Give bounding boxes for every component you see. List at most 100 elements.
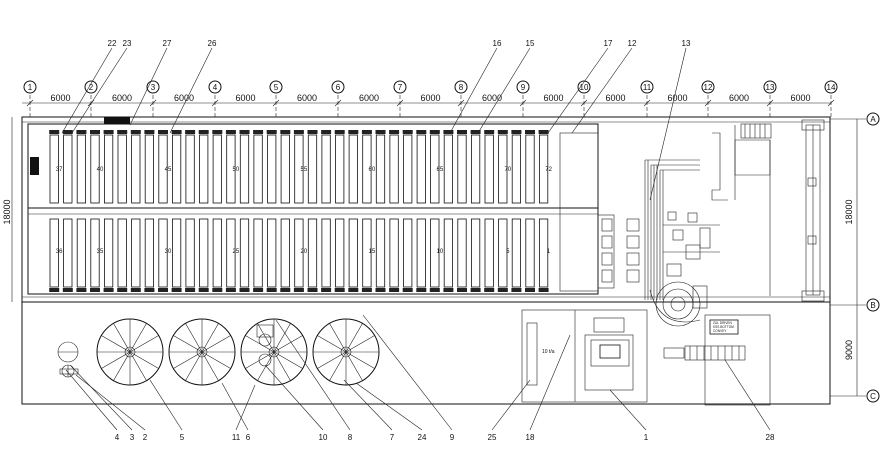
cell-number-top-50: 50 bbox=[233, 167, 240, 173]
cell-cap-bottom bbox=[525, 288, 535, 292]
cell-bottom-26 bbox=[389, 218, 399, 288]
cell-cap-top bbox=[76, 130, 87, 134]
axis-label-7: 7 bbox=[398, 83, 403, 92]
bay-dimension-13: 6000 bbox=[790, 93, 810, 103]
axis-bubble-13 bbox=[763, 80, 777, 94]
cell-bottom-4 bbox=[90, 218, 100, 288]
callout-leader-4 bbox=[65, 369, 118, 431]
callout-16: 16 bbox=[493, 39, 502, 48]
cell-cap-top bbox=[239, 130, 250, 134]
callout-26: 26 bbox=[208, 39, 217, 48]
cell-cap-bottom bbox=[103, 288, 114, 292]
transformer-body bbox=[590, 339, 630, 367]
cell-cap-bottom bbox=[402, 288, 413, 292]
cell-number-top-60: 60 bbox=[369, 167, 376, 173]
cell-cap-top bbox=[429, 130, 440, 134]
equipment-label-box bbox=[709, 319, 739, 335]
bay-dimension-4: 6000 bbox=[235, 93, 255, 103]
callout-3: 3 bbox=[130, 433, 135, 442]
cell-top-28 bbox=[416, 134, 426, 204]
cell-bottom-5 bbox=[104, 218, 114, 288]
callout-4: 4 bbox=[115, 433, 120, 442]
axis-label-A: A bbox=[870, 115, 876, 124]
transformer-top bbox=[593, 317, 625, 333]
building-outline bbox=[21, 116, 831, 303]
callout-leader-1 bbox=[609, 389, 647, 431]
cell-cap-top bbox=[307, 130, 318, 134]
cell-bottom-22 bbox=[335, 218, 345, 288]
cell-cap-bottom bbox=[443, 288, 454, 292]
right-dimension-top: 18000 bbox=[844, 199, 854, 224]
cell-top-26 bbox=[389, 134, 399, 204]
cell-cap-top bbox=[62, 130, 73, 134]
cell-cap-top bbox=[212, 130, 223, 134]
cell-bottom-1 bbox=[49, 218, 59, 288]
cell-cap-top bbox=[198, 130, 209, 134]
cell-bottom-30 bbox=[443, 218, 454, 288]
callout-6: 6 bbox=[246, 433, 251, 442]
cell-cap-top bbox=[497, 130, 508, 134]
cell-number-top-40: 40 bbox=[97, 167, 104, 173]
cell-cap-top bbox=[470, 130, 481, 134]
cell-top-6 bbox=[117, 134, 127, 204]
callout-1: 1 bbox=[644, 433, 649, 442]
cell-bottom-8 bbox=[144, 218, 154, 288]
callout-leader-16 bbox=[449, 47, 498, 134]
axis-label-5: 5 bbox=[274, 83, 279, 92]
callout-leader-27 bbox=[129, 47, 168, 126]
callout-leader-23 bbox=[71, 47, 128, 134]
cell-cap-bottom bbox=[90, 288, 100, 292]
panel-label: 10 t/a bbox=[542, 349, 555, 355]
cell-cap-bottom bbox=[361, 288, 372, 292]
cell-top-22 bbox=[335, 134, 345, 204]
left-dimension: 18000 bbox=[2, 199, 12, 224]
cell-cap-bottom bbox=[130, 288, 141, 292]
cell-cap-bottom bbox=[307, 288, 318, 292]
cell-top-2 bbox=[63, 134, 73, 204]
bay-dimension-12: 6000 bbox=[729, 93, 749, 103]
cell-cap-top bbox=[402, 130, 413, 134]
cell-cap-bottom bbox=[117, 288, 128, 292]
axis-label-6: 6 bbox=[336, 83, 341, 92]
cell-cap-bottom bbox=[497, 288, 508, 292]
callout-28: 28 bbox=[766, 433, 775, 442]
cell-cap-bottom bbox=[348, 288, 359, 292]
cell-bottom-19 bbox=[294, 218, 304, 288]
cell-bottom-10 bbox=[171, 218, 182, 288]
cell-top-23 bbox=[348, 134, 358, 204]
cell-top-14 bbox=[226, 134, 236, 204]
cell-number-bottom-10: 10 bbox=[437, 249, 444, 255]
axis-bubble-7 bbox=[393, 80, 407, 94]
cell-bottom-16 bbox=[253, 218, 263, 288]
axis-label-C: C bbox=[870, 392, 876, 401]
cell-bottom-23 bbox=[348, 218, 358, 288]
callout-leader-10 bbox=[264, 364, 324, 431]
cell-top-29 bbox=[430, 134, 440, 204]
cell-cap-top bbox=[525, 130, 535, 134]
axis-label-8: 8 bbox=[459, 83, 464, 92]
cell-top-24 bbox=[362, 134, 372, 204]
crane-rail bbox=[801, 119, 825, 302]
cell-cap-bottom bbox=[171, 288, 182, 292]
callout-leader-22 bbox=[61, 47, 113, 134]
axis-bubble-12 bbox=[701, 80, 715, 94]
transition-bay bbox=[559, 132, 599, 292]
cell-cap-bottom bbox=[429, 288, 440, 292]
rectifier-unit bbox=[649, 281, 708, 327]
cell-cap-top bbox=[130, 130, 141, 134]
cell-cap-bottom bbox=[457, 288, 467, 292]
axis-bubble-B bbox=[866, 298, 880, 312]
cell-top-15 bbox=[239, 134, 250, 204]
piping-bundle bbox=[644, 159, 720, 300]
callout-17: 17 bbox=[604, 39, 613, 48]
cell-cap-bottom bbox=[334, 288, 345, 292]
cell-number-bottom-30: 30 bbox=[165, 249, 172, 255]
control-room bbox=[521, 309, 648, 403]
cell-cap-top bbox=[457, 130, 467, 134]
cell-bottom-21 bbox=[321, 218, 331, 288]
cell-top-8 bbox=[144, 134, 154, 204]
cell-cap-top bbox=[511, 130, 522, 134]
